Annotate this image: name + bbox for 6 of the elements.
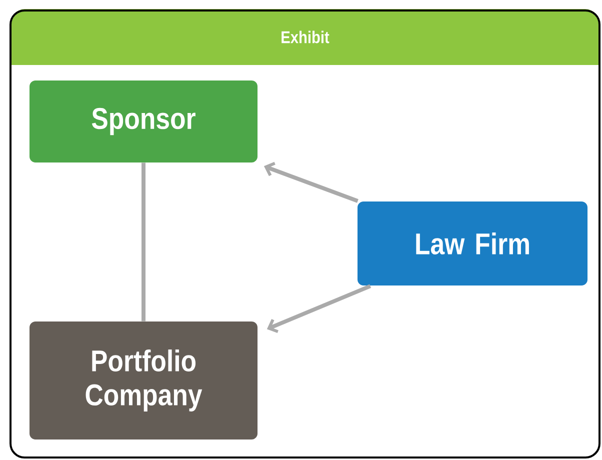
law-firm-box: Law Firm xyxy=(358,202,588,286)
sponsor-box: Sponsor xyxy=(30,80,258,162)
company-box: Portfolio Company xyxy=(30,322,258,440)
arrow xyxy=(264,162,358,203)
arrow xyxy=(266,284,372,333)
connector-line xyxy=(142,162,146,322)
